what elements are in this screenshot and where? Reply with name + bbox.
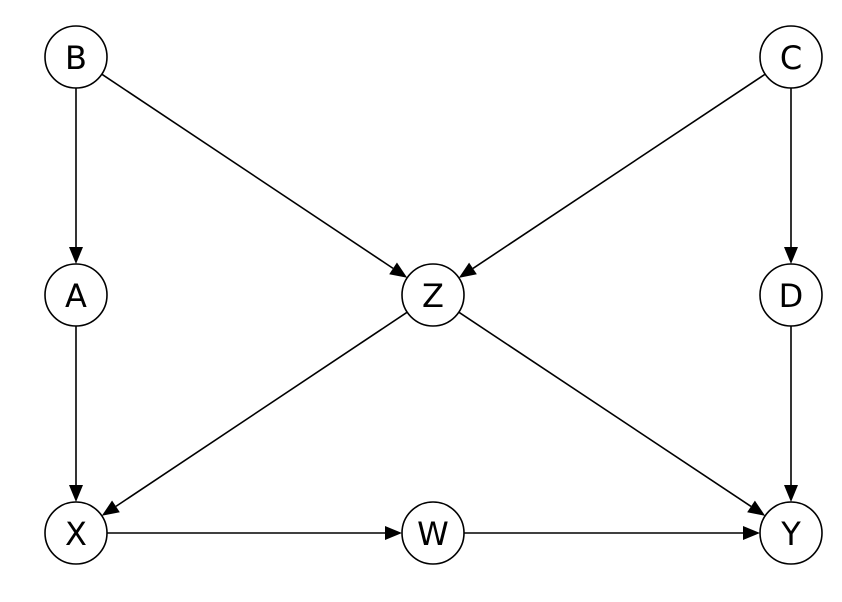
node-b: B — [44, 25, 108, 89]
edge-w-to-y — [464, 526, 760, 540]
node-label: Z — [422, 277, 444, 315]
arrowhead-icon — [747, 500, 766, 516]
arrowhead-icon — [385, 526, 402, 540]
arrowhead-icon — [69, 485, 83, 502]
node-circle — [44, 501, 108, 565]
node-label: C — [780, 39, 802, 77]
edge-z-to-x — [101, 311, 408, 516]
node-label: X — [65, 515, 87, 553]
node-circle — [759, 25, 823, 89]
edge-c-to-d — [784, 88, 798, 264]
edges-layer — [69, 73, 798, 540]
edge-line — [458, 311, 752, 508]
edge-c-to-z — [458, 73, 766, 278]
node-circle — [401, 501, 465, 565]
edge-d-to-y — [784, 326, 798, 502]
node-label: W — [417, 515, 449, 553]
arrowhead-icon — [743, 526, 760, 540]
edge-b-to-a — [69, 88, 83, 264]
node-circle — [759, 501, 823, 565]
edge-a-to-x — [69, 326, 83, 502]
node-d: D — [759, 263, 823, 327]
node-circle — [759, 263, 823, 327]
edge-line — [101, 73, 394, 270]
node-c: C — [759, 25, 823, 89]
edge-b-to-z — [101, 73, 408, 278]
arrowhead-icon — [101, 500, 120, 516]
node-circle — [401, 263, 465, 327]
arrowhead-icon — [784, 485, 798, 502]
arrowhead-icon — [69, 247, 83, 264]
node-x: X — [44, 501, 108, 565]
edge-line — [472, 73, 766, 270]
node-z: Z — [401, 263, 465, 327]
edge-z-to-y — [458, 311, 766, 516]
arrowhead-icon — [389, 262, 408, 278]
node-w: W — [401, 501, 465, 565]
node-label: B — [65, 39, 87, 77]
edge-x-to-w — [107, 526, 402, 540]
node-y: Y — [759, 501, 823, 565]
arrowhead-icon — [784, 247, 798, 264]
arrowhead-icon — [458, 262, 477, 278]
node-circle — [44, 263, 108, 327]
node-a: A — [44, 263, 108, 327]
node-label: A — [65, 277, 87, 315]
node-circle — [44, 25, 108, 89]
node-label: D — [779, 277, 804, 315]
edge-line — [115, 311, 408, 508]
nodes-layer: B C A Z D X W Y — [44, 25, 823, 565]
node-label: Y — [780, 515, 801, 553]
